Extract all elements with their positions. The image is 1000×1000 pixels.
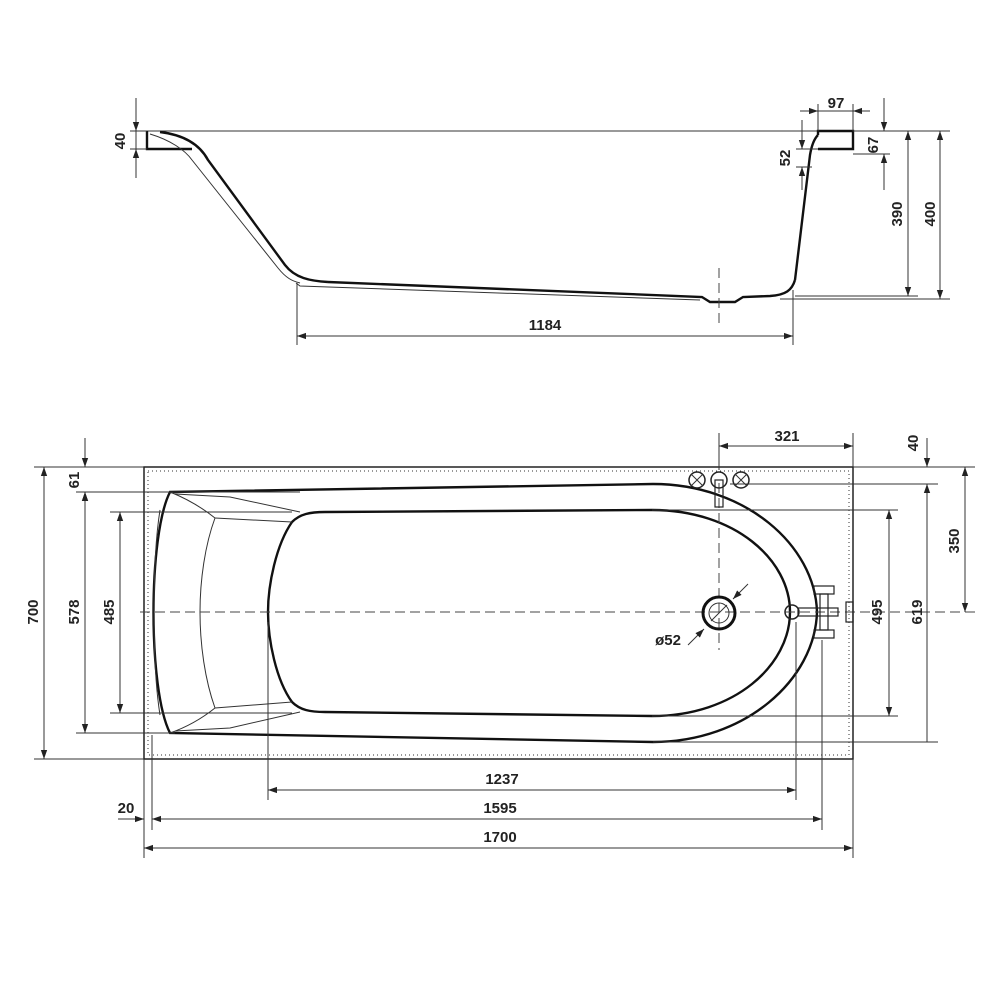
dim-label-total-height: 400	[922, 201, 939, 226]
top-view: ø52 321 40 350	[25, 428, 975, 858]
side-right-rim	[816, 129, 855, 151]
dim-label-bottom-length: 1237	[485, 771, 518, 788]
side-left-wall-inner	[149, 133, 301, 284]
dim-label-inner-length: 1595	[483, 800, 516, 817]
dim-label-inner-offset: 61	[66, 472, 83, 489]
dim-label-rim-drop: 52	[777, 150, 794, 167]
dim-label-tap-offset: 321	[774, 428, 799, 445]
dim-label-inner-width-right: 495	[869, 599, 886, 624]
dim-label-side-bottom-length: 1184	[529, 317, 562, 334]
dim-label-drain-offset: 350	[946, 528, 963, 553]
overflow-icon	[784, 585, 854, 639]
drain-icon	[701, 595, 737, 631]
side-left-wall	[159, 130, 329, 284]
dim-label-inner-width-outer: 578	[66, 599, 83, 624]
dim-label-overall-length: 1700	[483, 829, 516, 846]
dim-label-inner-depth: 390	[889, 201, 906, 226]
side-right-wall	[793, 134, 819, 281]
dim-label-inner-width-bottom: 485	[101, 599, 118, 624]
top-basin-bottom	[266, 508, 792, 718]
dim-label-edge-offset: 20	[118, 800, 135, 817]
dim-label-rim-height: 40	[112, 133, 129, 150]
tap-handles-icon	[688, 471, 750, 508]
dim-label-tap-edge: 40	[905, 435, 922, 452]
side-view: 40 97 52 67 390 400 1184	[112, 95, 950, 345]
side-bottom-under	[295, 282, 701, 301]
dim-label-inner-width-overall: 619	[909, 599, 926, 624]
dim-label-drain-diameter: ø52	[655, 632, 681, 649]
side-bottom	[327, 279, 797, 304]
dim-label-overall-width: 700	[25, 599, 42, 624]
dim-label-rim-width: 97	[828, 95, 845, 112]
dim-label-rim-thickness: 67	[865, 137, 882, 154]
